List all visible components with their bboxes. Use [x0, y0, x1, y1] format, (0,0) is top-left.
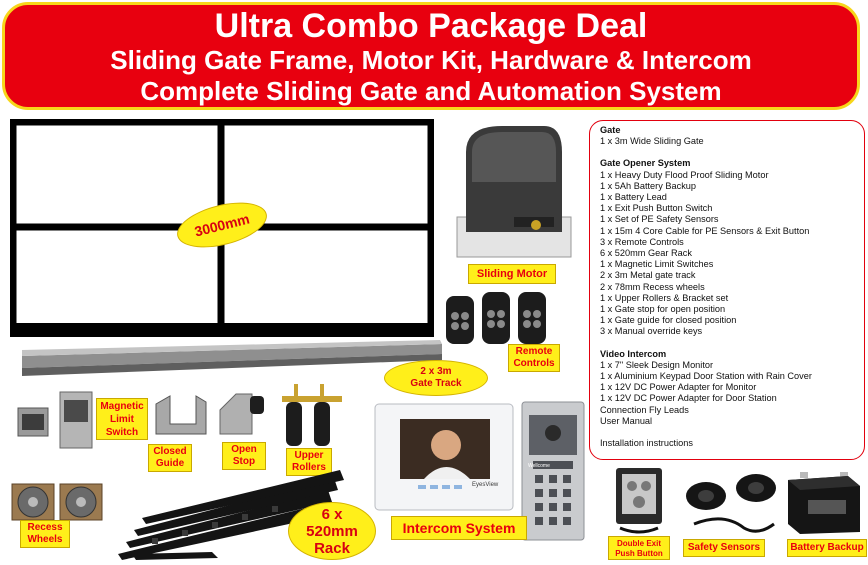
install-instructions: Installation instructions	[600, 438, 693, 449]
rack-text-2: 520mm	[306, 522, 358, 540]
opener-item: 6 x 520mm Gear Rack	[600, 248, 692, 259]
upper-rollers-label: Upper Rollers	[286, 448, 332, 476]
remote-controls-label: Remote Controls	[508, 344, 560, 372]
opener-item: 1 x Set of PE Safety Sensors	[600, 214, 719, 225]
opener-item: 1 x 15m 4 Core Cable for PE Sensors & Ex…	[600, 225, 810, 236]
remote-controls-text-1: Remote	[515, 346, 553, 357]
rack-icon	[112, 468, 352, 560]
magnetic-text-3: Switch	[105, 427, 139, 438]
intercom-item: 1 x 12V DC Power Adapter for Monitor	[600, 382, 757, 393]
header-banner: Ultra Combo Package Deal Sliding Gate Fr…	[2, 2, 860, 110]
opener-item: 1 x Heavy Duty Flood Proof Sliding Motor	[600, 169, 769, 180]
recess-wheels-text-1: Recess	[27, 522, 63, 533]
exit-button-text-1: Double Exit	[616, 539, 661, 548]
exit-button-text-2: Push Button	[615, 549, 663, 558]
gate-width-text: 3000mm	[192, 210, 252, 240]
intercom-item: Connection Fly Leads	[600, 404, 689, 415]
battery-backup-text: Battery Backup	[790, 542, 864, 553]
recess-wheels-label: Recess Wheels	[20, 520, 70, 548]
opener-item: 1 x 5Ah Battery Backup	[600, 180, 697, 191]
gate-track-label: 2 x 3m Gate Track	[384, 360, 488, 396]
opener-item: 1 x Magnetic Limit Switches	[600, 259, 714, 270]
package-contents-panel: Gate 1 x 3m Wide Sliding Gate Gate Opene…	[589, 120, 865, 460]
rack-text-1: 6 x	[321, 505, 343, 523]
opener-heading: Gate Opener System	[600, 158, 691, 169]
closed-guide-text-1: Closed	[153, 446, 187, 457]
monitor-icon	[374, 403, 514, 511]
monitor-brand: EyesView	[472, 482, 499, 488]
exit-button-label: Double Exit Push Button	[608, 536, 670, 560]
opener-item: 3 x Remote Controls	[600, 236, 684, 247]
intercom-item: User Manual	[600, 415, 653, 426]
stop-icon	[216, 390, 268, 438]
wheel-icon	[10, 476, 106, 524]
motor-icon	[452, 122, 576, 264]
sliding-motor-label: Sliding Motor	[468, 264, 556, 284]
safety-sensors-label: Safety Sensors	[683, 539, 765, 557]
banner-subtitle: Sliding Gate Frame, Motor Kit, Hardware …	[110, 45, 752, 75]
intercom-system-label: Intercom System	[391, 516, 527, 540]
recess-wheels-text-2: Wheels	[27, 534, 63, 545]
remote-icon	[444, 290, 554, 346]
roller-icon	[280, 382, 344, 448]
battery-backup-label: Battery Backup	[787, 539, 867, 557]
door-station-brand: Wellcome	[528, 463, 550, 469]
guide-icon	[152, 394, 210, 442]
open-stop-text-1: Open	[231, 444, 257, 455]
opener-item: 2 x 3m Metal gate track	[600, 270, 696, 281]
magnetic-switch-icon	[16, 390, 96, 452]
sensor-icon	[684, 468, 778, 536]
magnetic-switch-label: Magnetic Limit Switch	[96, 398, 148, 440]
banner-title: Ultra Combo Package Deal	[214, 7, 648, 45]
opener-item: 3 x Manual override keys	[600, 326, 703, 337]
opener-item: 1 x Exit Push Button Switch	[600, 203, 713, 214]
upper-rollers-text-2: Rollers	[292, 462, 326, 473]
gate-track-text-2: Gate Track	[410, 378, 462, 389]
closed-guide-text-2: Guide	[155, 458, 185, 469]
closed-guide-label: Closed Guide	[148, 444, 192, 472]
track-icon	[22, 338, 442, 382]
gate-frame-icon	[9, 118, 435, 338]
opener-item: 2 x 78mm Recess wheels	[600, 281, 705, 292]
opener-item: 1 x Battery Lead	[600, 192, 667, 203]
banner-subtitle-2: Complete Sliding Gate and Automation Sys…	[140, 76, 722, 106]
opener-item: 1 x Upper Rollers & Bracket set	[600, 292, 729, 303]
gate-item: 1 x 3m Wide Sliding Gate	[600, 136, 704, 147]
remote-controls-text-2: Controls	[513, 358, 555, 369]
gate-track-text-1: 2 x 3m	[420, 366, 452, 377]
intercom-system-text: Intercom System	[402, 520, 516, 536]
push-button-icon	[612, 466, 666, 536]
gate-heading: Gate	[600, 125, 621, 135]
open-stop-text-2: Stop	[232, 456, 256, 467]
upper-rollers-text-1: Upper	[294, 450, 324, 461]
intercom-item: 1 x 7" Sleek Design Monitor	[600, 359, 714, 370]
magnetic-text-2: Limit	[110, 414, 134, 425]
intercom-item: 1 x Aluminium Keypad Door Station with R…	[600, 371, 812, 382]
intercom-heading: Video Intercom	[600, 348, 667, 359]
battery-icon	[786, 470, 862, 536]
rack-text-3: Rack	[314, 539, 350, 557]
open-stop-label: Open Stop	[222, 442, 266, 470]
safety-sensors-text: Safety Sensors	[687, 542, 761, 553]
opener-item: 1 x Gate stop for open position	[600, 304, 726, 315]
sliding-motor-text: Sliding Motor	[476, 268, 548, 280]
intercom-item: 1 x 12V DC Power Adapter for Door Statio…	[600, 393, 777, 404]
opener-item: 1 x Gate guide for closed position	[600, 315, 737, 326]
door-station-icon	[521, 401, 585, 541]
magnetic-text-1: Magnetic	[100, 401, 144, 412]
rack-label: 6 x 520mm Rack	[288, 502, 376, 560]
